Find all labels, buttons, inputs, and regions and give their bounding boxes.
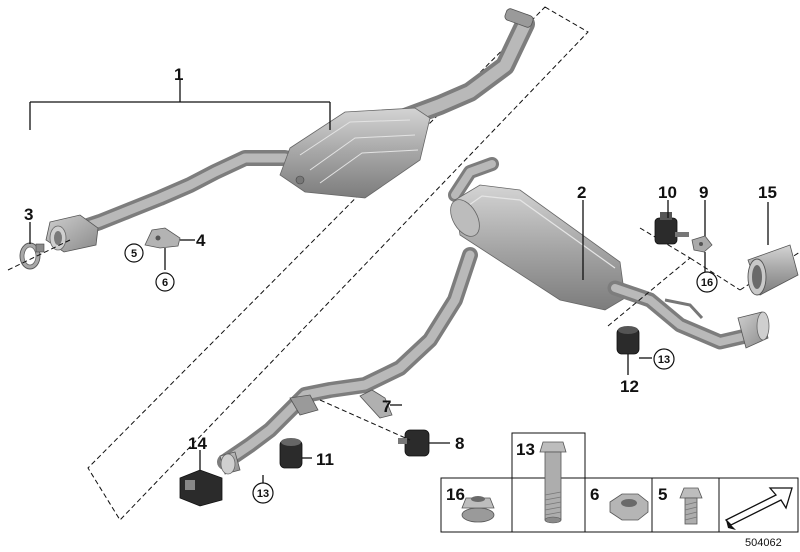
clamp-part-3 [19,242,45,270]
bolt-icon [539,441,567,524]
svg-text:6: 6 [162,277,168,289]
callout-3: 3 [24,205,33,224]
circled-callout-6: 6 [155,272,175,292]
hex-bolt-icon [679,487,703,525]
circled-callout-13a: 13 [653,348,675,370]
circled-callout-5: 5 [124,243,144,263]
svg-text:5: 5 [131,248,137,260]
callout-4: 4 [196,231,206,250]
hex-nut-icon [609,493,649,521]
direction-arrow-icon [724,487,793,530]
bracket-part-4 [144,227,181,249]
bracket-part-7 [359,389,393,419]
callout-9: 9 [699,183,708,202]
table-label-16: 16 [446,485,465,504]
table-label-5: 5 [658,485,667,504]
callout-14: 14 [188,434,207,453]
callout-1: 1 [174,65,183,84]
flange-nut-icon [461,496,495,523]
callout-15: 15 [758,183,777,202]
callout-10: 10 [658,183,677,202]
front-section-outline [87,6,589,521]
rubber-mount-part-14 [179,469,223,507]
tailpipe-tip-part-15 [747,244,799,296]
front-pipe-assembly [45,8,535,253]
table-label-6: 6 [590,485,599,504]
rear-silencer-part-2 [217,157,770,475]
parts-table: 16 13 6 5 [440,432,799,533]
svg-text:13: 13 [257,488,269,500]
leader-lines [29,80,769,488]
callout-2: 2 [577,183,586,202]
table-label-13: 13 [516,440,535,459]
diagram-reference-number: 504062 [745,537,782,549]
circled-callout-13b: 13 [252,482,274,504]
rubber-mount-part-12 [616,326,640,355]
rubber-mount-part-8 [398,429,430,457]
circled-callout-16: 16 [696,271,718,293]
svg-text:13: 13 [658,354,670,366]
callout-7: 7 [382,397,391,416]
bracket-part-9 [691,235,713,253]
rubber-mount-part-11 [279,438,303,469]
callout-12: 12 [620,377,639,396]
rubber-mount-part-10 [654,212,689,245]
callout-8: 8 [455,434,464,453]
svg-text:16: 16 [701,277,713,289]
callout-11: 11 [316,450,334,469]
